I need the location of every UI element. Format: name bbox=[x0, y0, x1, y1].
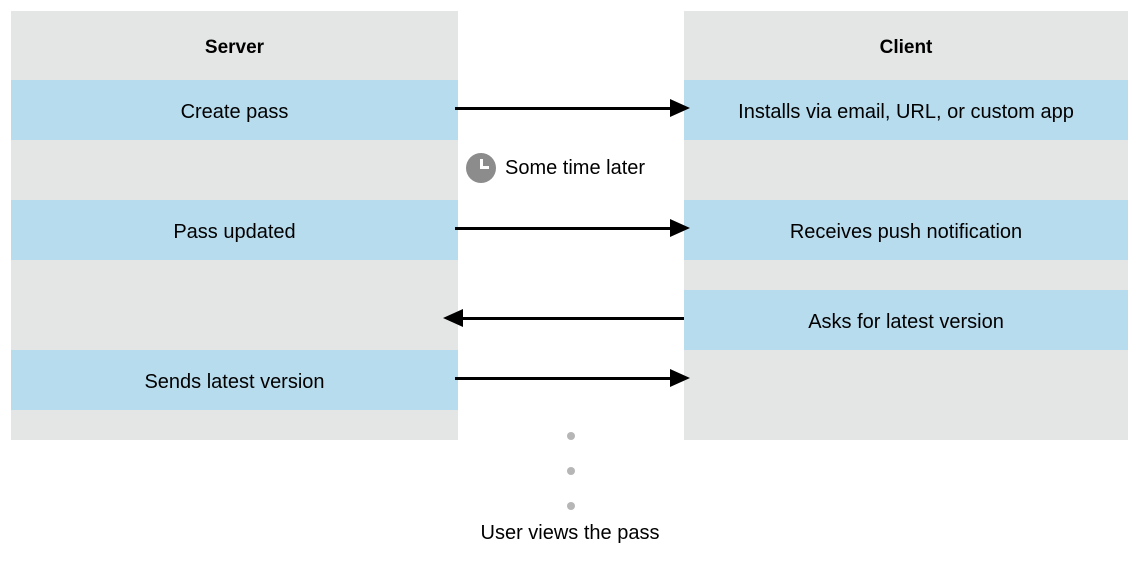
arrow-create-pass-head-icon bbox=[670, 99, 690, 117]
ellipsis-dot-1 bbox=[567, 432, 575, 440]
client-spacer-3 bbox=[684, 350, 1128, 440]
server-step-sends-latest-version: Sends latest version bbox=[11, 350, 458, 410]
server-step-sends-latest-version-label: Sends latest version bbox=[144, 371, 325, 393]
clock-hand-minute bbox=[480, 159, 483, 169]
client-step-asks-latest-version: Asks for latest version bbox=[684, 290, 1128, 350]
ellipsis-dot-3 bbox=[567, 502, 575, 510]
client-step-installs: Installs via email, URL, or custom app bbox=[684, 80, 1128, 140]
arrow-asks-latest-version-line bbox=[463, 317, 684, 320]
server-spacer-1 bbox=[11, 140, 458, 200]
lane-client-title: Client bbox=[879, 37, 933, 58]
client-spacer-2 bbox=[684, 260, 1128, 290]
clock-icon bbox=[466, 153, 496, 183]
footer-caption: User views the pass bbox=[480, 522, 660, 544]
arrow-pass-updated-head-icon bbox=[670, 219, 690, 237]
client-spacer-1 bbox=[684, 140, 1128, 200]
arrow-asks-latest-version-head-icon bbox=[443, 309, 463, 327]
clock-hand-hour bbox=[480, 166, 489, 169]
lane-server-title: Server bbox=[204, 37, 265, 58]
client-step-installs-label: Installs via email, URL, or custom app bbox=[738, 101, 1074, 123]
ellipsis-dot-2 bbox=[567, 467, 575, 475]
lane-server-header-band: Server bbox=[11, 11, 458, 80]
server-step-create-pass-label: Create pass bbox=[180, 101, 289, 123]
server-spacer-2 bbox=[11, 260, 458, 350]
lane-client-header-band: Client bbox=[684, 11, 1128, 80]
client-step-receives-push-label: Receives push notification bbox=[789, 221, 1023, 243]
server-step-pass-updated-label: Pass updated bbox=[173, 221, 296, 243]
arrow-sends-latest-version-line bbox=[455, 377, 673, 380]
client-step-receives-push: Receives push notification bbox=[684, 200, 1128, 260]
time-note: Some time later bbox=[466, 153, 645, 183]
arrow-pass-updated-line bbox=[455, 227, 673, 230]
client-step-asks-latest-version-label: Asks for latest version bbox=[808, 311, 1004, 333]
time-note-label: Some time later bbox=[505, 157, 646, 179]
server-step-pass-updated: Pass updated bbox=[11, 200, 458, 260]
arrow-create-pass-line bbox=[455, 107, 673, 110]
server-spacer-3 bbox=[11, 410, 458, 440]
arrow-sends-latest-version-head-icon bbox=[670, 369, 690, 387]
server-step-create-pass: Create pass bbox=[11, 80, 458, 140]
